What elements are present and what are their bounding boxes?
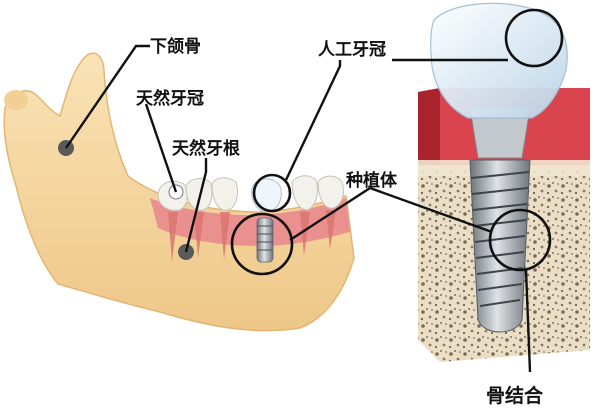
leader-lines (65, 44, 532, 373)
implant-cross-section (418, 2, 590, 362)
section-gum-side (418, 88, 440, 165)
labels: 下颌骨 天然牙冠 天然牙根 人工牙冠 种植体 骨结合 (136, 36, 544, 407)
label-implant: 种植体 (345, 170, 398, 191)
label-osseointegration: 骨结合 (486, 384, 544, 407)
leader-artificial-crown-jaw (284, 60, 342, 181)
natural-roots (168, 210, 336, 262)
leader-implant-jaw (289, 186, 371, 242)
label-mandible: 下颌骨 (150, 36, 201, 57)
section-implant-screw (469, 159, 531, 333)
section-implant-ring (488, 208, 552, 272)
leader-natural-crown (144, 103, 178, 193)
implant-callout-ring (230, 212, 294, 276)
leader-natural-root (184, 158, 208, 253)
label-natural-crown: 天然牙冠 (136, 88, 204, 109)
section-crown-ring (504, 8, 564, 68)
crown-callout-ring (252, 173, 292, 213)
leader-mandible (65, 44, 150, 149)
leader-osseointegration (524, 269, 532, 373)
condyle (4, 90, 28, 110)
label-artificial-crown: 人工牙冠 (318, 40, 386, 60)
label-natural-root: 天然牙根 (172, 138, 240, 159)
jaw-implant-screw (256, 217, 274, 263)
leader-implant-section (369, 186, 493, 234)
